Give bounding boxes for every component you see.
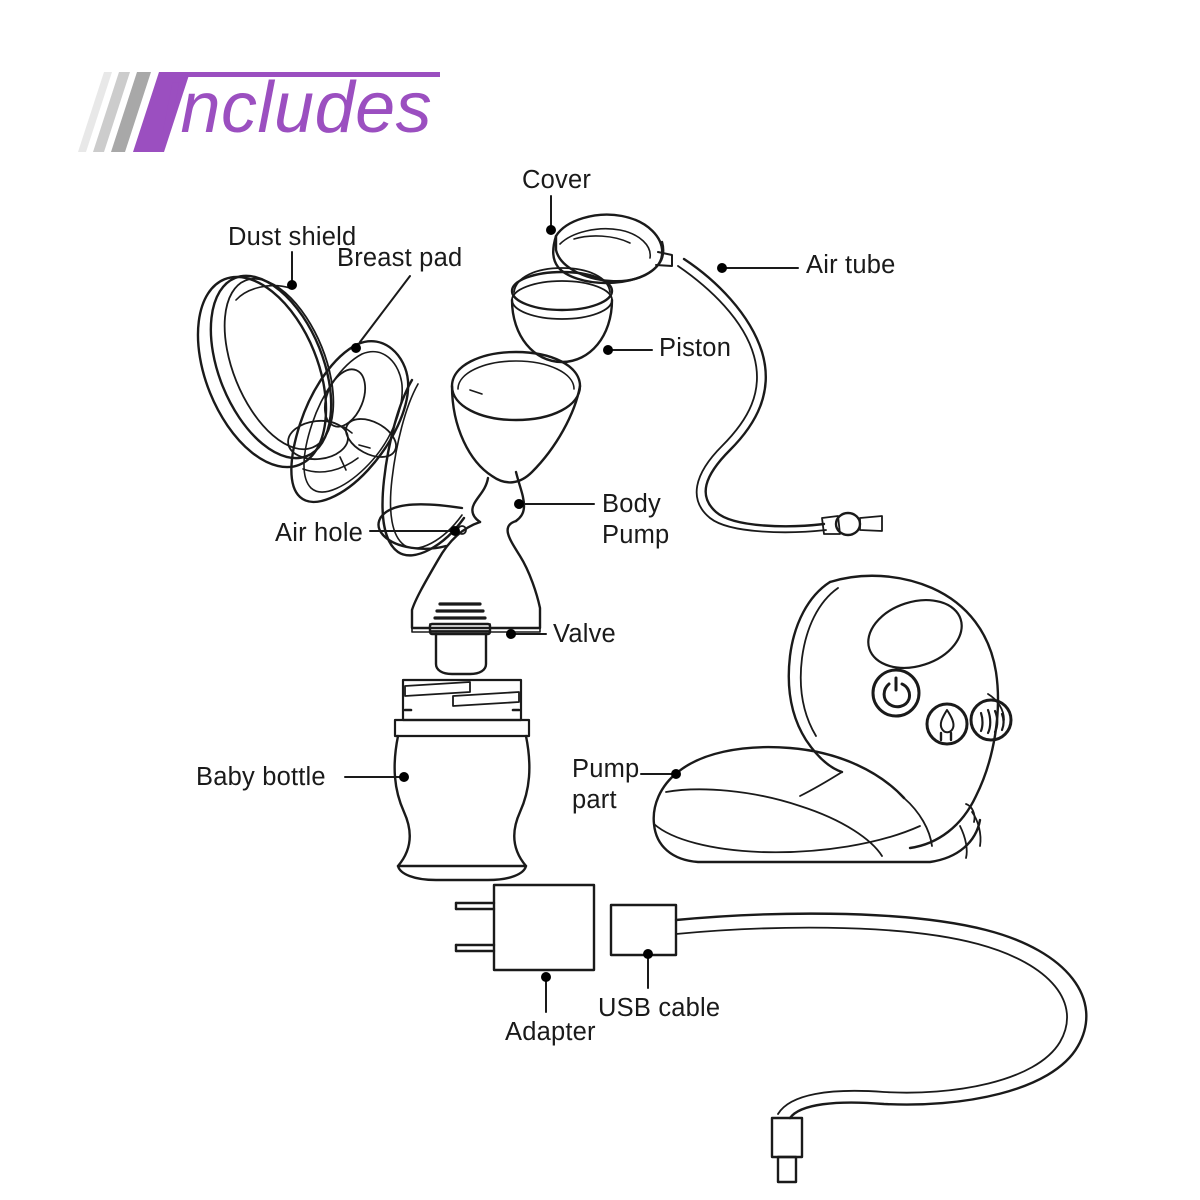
label-baby-bottle: Baby bottle — [196, 763, 326, 791]
page-header: Includes — [0, 0, 1200, 190]
part-cover — [552, 213, 673, 285]
leader-dots — [287, 225, 727, 982]
label-air-hole: Air hole — [275, 519, 364, 547]
dot-air-hole — [450, 526, 460, 536]
header-bar-accent — [133, 72, 190, 152]
dot-valve — [506, 629, 516, 639]
leader-lines — [291, 195, 799, 1013]
part-usb-cable — [609, 903, 1088, 1184]
label-body-pump: Body Pump — [602, 490, 670, 550]
label-usb-cable: USB cable — [598, 994, 721, 1022]
leader-breast-pad — [359, 275, 411, 343]
dot-cover — [546, 225, 556, 235]
label-valve: Valve — [553, 620, 616, 648]
part-breast-pad — [287, 340, 410, 504]
dot-pump-part — [671, 769, 681, 779]
part-pump-part — [652, 574, 1013, 864]
dot-dust-shield — [287, 280, 297, 290]
header-decoration — [78, 72, 440, 152]
label-cover: Cover — [522, 166, 592, 194]
dot-air-tube — [717, 263, 727, 273]
label-dust-shield: Dust shield — [228, 223, 357, 251]
part-valve — [428, 602, 492, 676]
part-dust-shield — [196, 274, 335, 469]
massage-button[interactable] — [969, 698, 1013, 742]
dot-adapter — [541, 972, 551, 982]
label-piston: Piston — [659, 334, 732, 362]
power-button[interactable] — [871, 668, 921, 718]
dot-usb-cable — [643, 949, 653, 959]
part-baby-bottle — [393, 678, 531, 882]
label-air-tube: Air tube — [806, 251, 896, 279]
header-rule — [160, 72, 440, 77]
dot-breast-pad — [351, 343, 361, 353]
header-bar-1 — [78, 72, 112, 152]
page-title: Includes — [160, 68, 433, 148]
express-button[interactable] — [925, 702, 969, 746]
header-bar-3 — [111, 72, 151, 152]
header-bar-2 — [93, 72, 130, 152]
dot-piston — [603, 345, 613, 355]
part-adapter — [454, 883, 596, 972]
dot-body-pump — [514, 499, 524, 509]
label-adapter: Adapter — [505, 1018, 596, 1046]
part-body-pump — [377, 350, 582, 633]
part-air-tube — [677, 257, 883, 537]
dot-baby-bottle — [399, 772, 409, 782]
label-breast-pad: Breast pad — [337, 244, 463, 272]
label-pump-part: Pump part — [572, 755, 640, 815]
